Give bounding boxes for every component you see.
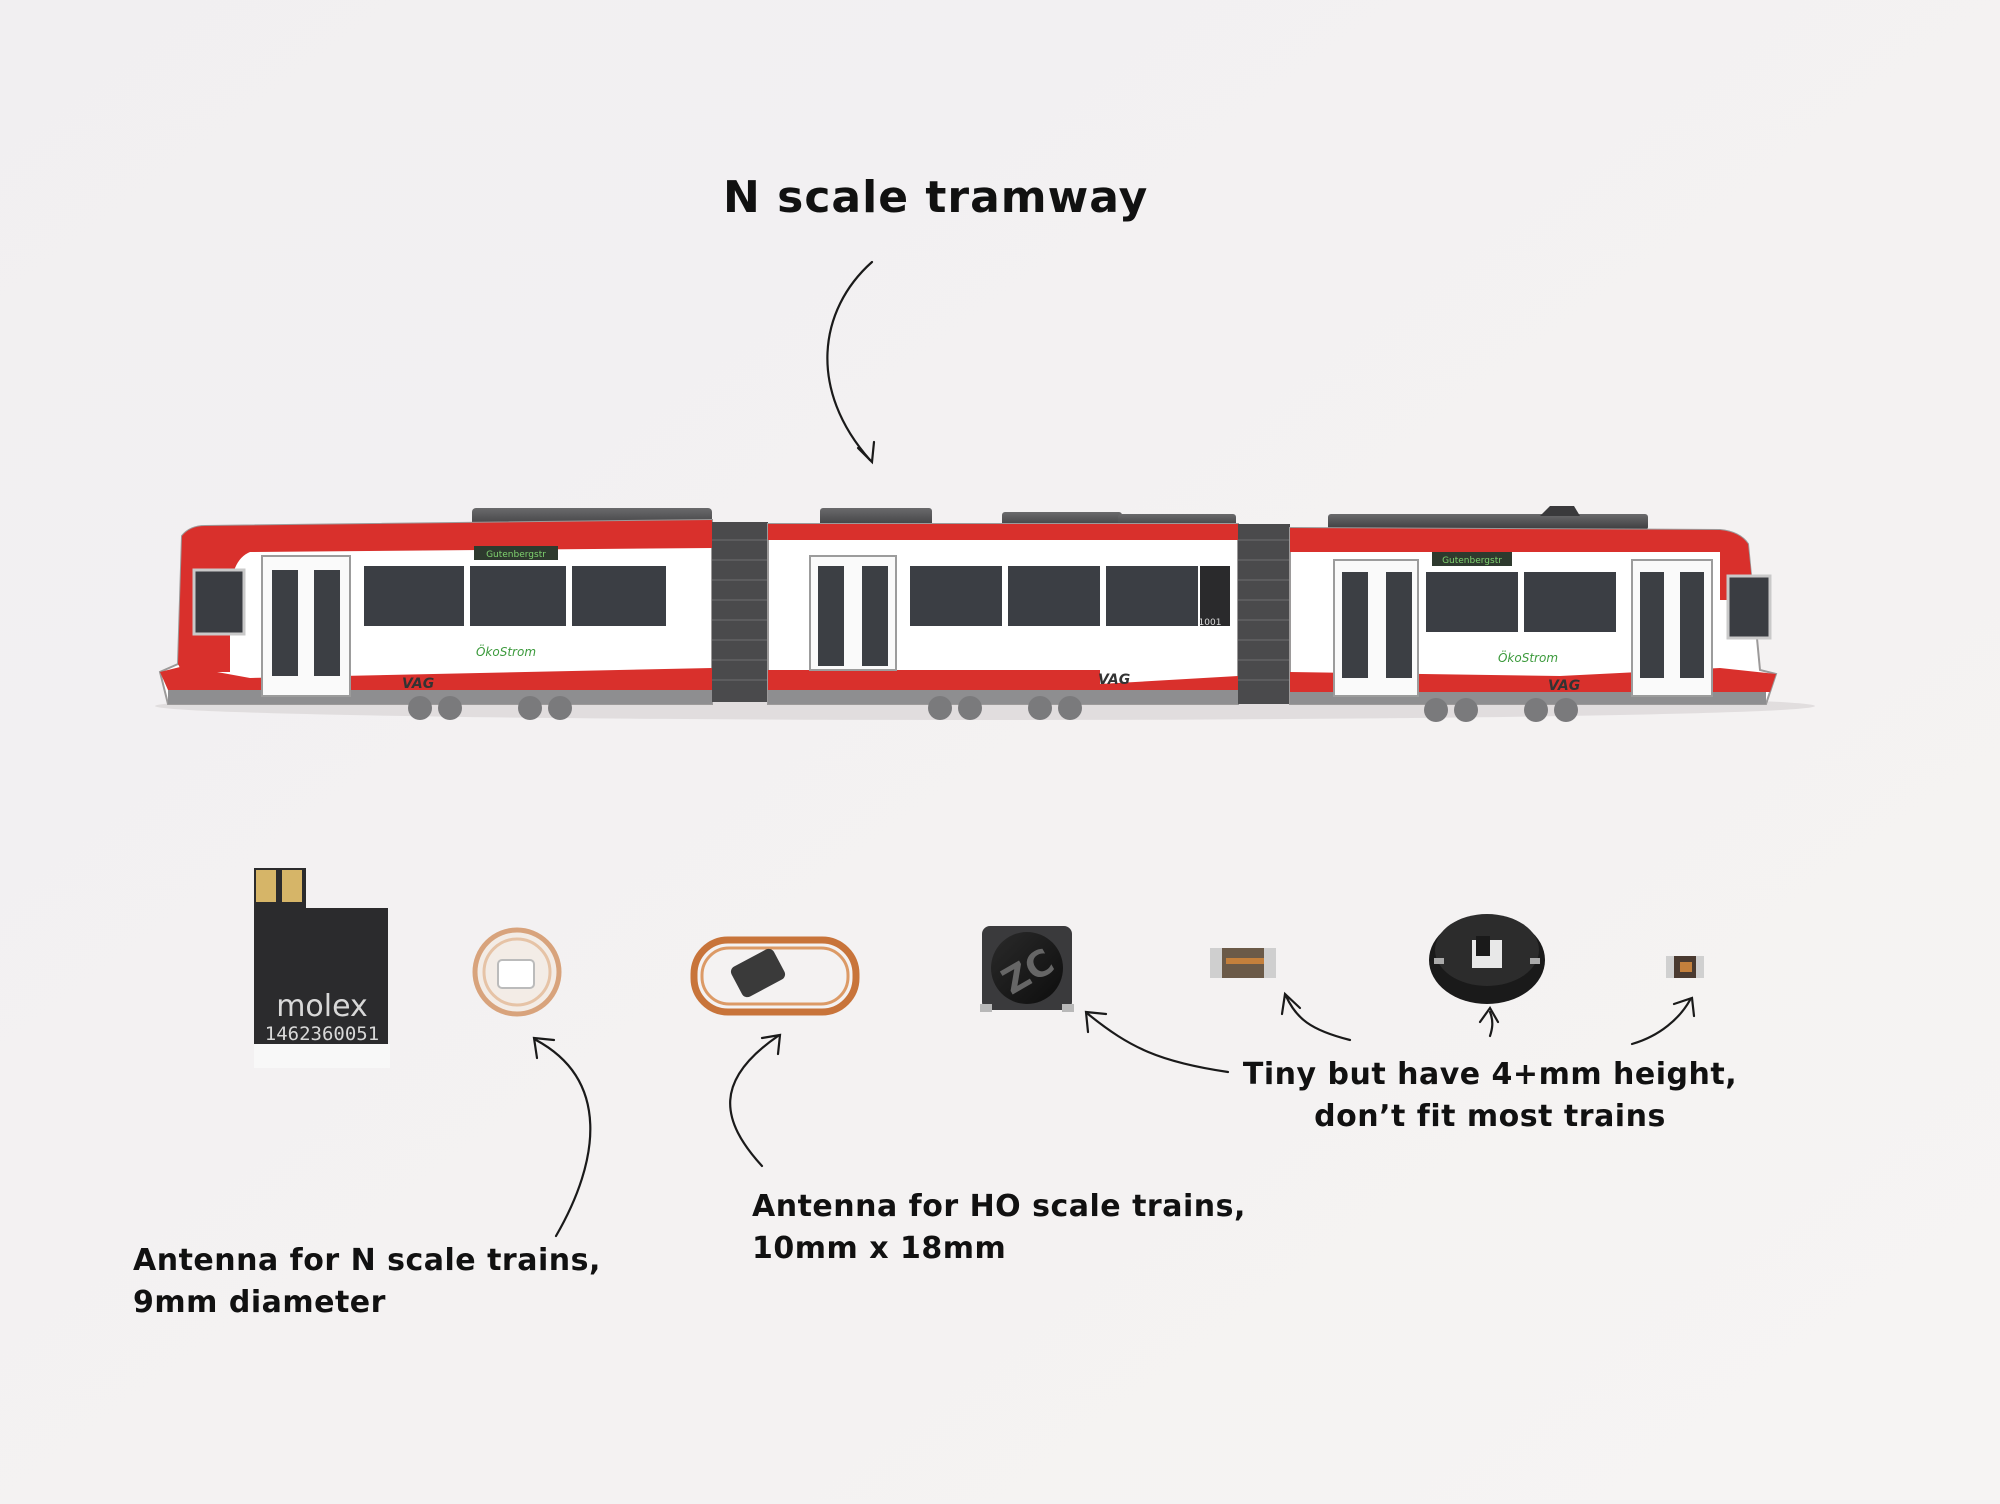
tiny-caption-line2: don’t fit most trains <box>1314 1099 1666 1134</box>
page-title: N scale tramway <box>723 172 1149 223</box>
arrow-chip-antenna <box>1284 994 1352 1042</box>
ho-antenna-caption: Antenna for HO scale trains, 10mm x 18mm <box>752 1186 1246 1270</box>
n-antenna-caption-line2: 9mm diameter <box>133 1285 386 1320</box>
vag-logo-1: VAG <box>402 676 434 692</box>
n-antenna-caption-line1: Antenna for N scale trains, <box>133 1243 601 1278</box>
okostrom-logo-2: ÖkoStrom <box>1498 649 1558 665</box>
oval-coil-antenna <box>690 936 860 1016</box>
arrow-ho-antenna <box>729 1034 780 1168</box>
molex-antenna: molex 1462360051 <box>254 868 390 1068</box>
arrow-n-antenna-head <box>532 1036 556 1060</box>
arrow-title-head <box>856 440 876 465</box>
vag-logo-3: VAG <box>1548 678 1580 694</box>
arrow-zc-inductor-head <box>1084 1010 1108 1034</box>
arrow-ho-antenna-head <box>760 1033 782 1056</box>
tram-model: Gutenbergstr ÖkoStrom VAG 1001 VAG <box>155 506 1815 722</box>
ho-antenna-caption-line1: Antenna for HO scale trains, <box>752 1189 1246 1224</box>
destination-sign-rear: Gutenbergstr <box>1442 556 1502 566</box>
ho-antenna-caption-line2: 10mm x 18mm <box>752 1231 1007 1266</box>
round-coil-antenna <box>472 927 562 1017</box>
tiny-caption-line1: Tiny but have 4+mm height, <box>1242 1057 1738 1092</box>
arrow-zc-inductor <box>1086 1012 1230 1074</box>
tiny-components-caption: Tiny but have 4+mm height, don’t fit mos… <box>1200 1054 1780 1138</box>
arrow-title <box>826 260 874 462</box>
arrow-chip-antenna-head <box>1280 991 1302 1016</box>
arrow-n-antenna <box>534 1038 592 1238</box>
smd-component <box>1666 956 1704 978</box>
zc-inductor: ZC <box>980 926 1074 1012</box>
vag-logo-2: VAG <box>1098 672 1130 688</box>
drum-inductor <box>1429 914 1545 1004</box>
arrow-smd <box>1630 998 1692 1046</box>
arrows <box>532 260 1696 1238</box>
arrow-drum-inductor-head <box>1478 1005 1500 1024</box>
molex-brand: molex <box>276 989 368 1024</box>
molex-part-number: 1462360051 <box>265 1023 379 1045</box>
arrow-drum-inductor <box>1488 1010 1494 1038</box>
chip-antenna <box>1210 948 1276 978</box>
destination-sign-front: Gutenbergstr <box>486 550 546 560</box>
arrow-smd-head <box>1672 996 1696 1018</box>
n-antenna-caption: Antenna for N scale trains, 9mm diameter <box>133 1240 601 1324</box>
okostrom-logo-1: ÖkoStrom <box>476 643 536 659</box>
fleet-number: 1001 <box>1199 618 1222 628</box>
